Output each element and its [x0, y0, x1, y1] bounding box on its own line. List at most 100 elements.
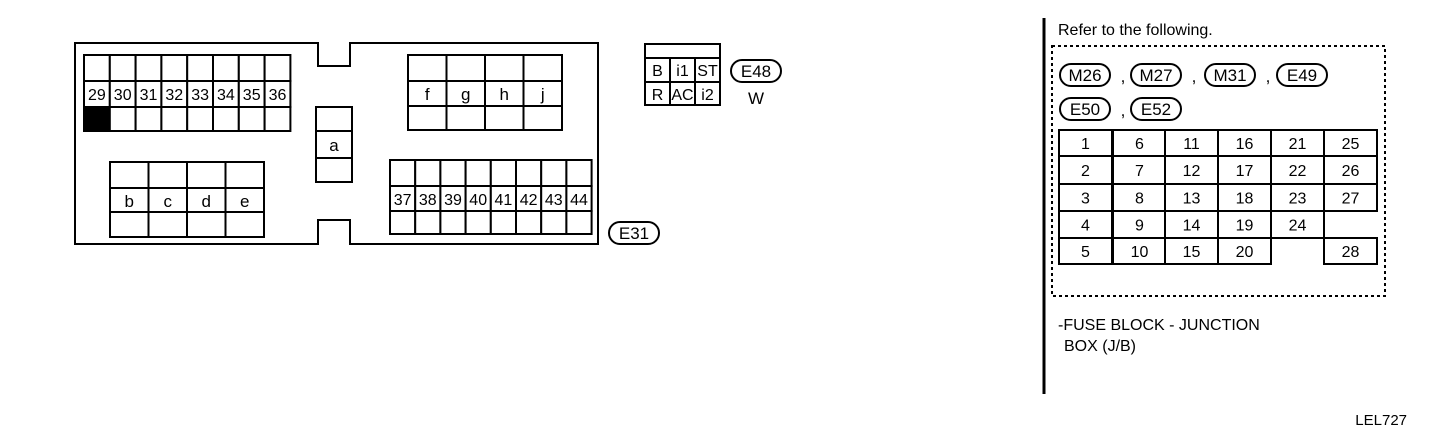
fuse-cavity — [565, 210, 593, 235]
connector-tag-e50-label: E50 — [1070, 100, 1100, 119]
connector-tag-e52: E52 — [1130, 97, 1182, 121]
separator-comma: , — [1266, 67, 1271, 86]
connector-cavity — [694, 81, 721, 106]
fuse-cavity — [186, 54, 214, 82]
terminal-number-label: 32 — [165, 87, 183, 104]
refer-text: Refer to the following. — [1058, 22, 1213, 39]
connector-tag-e52-outline — [1130, 97, 1182, 121]
fuse-cavity — [160, 106, 189, 132]
terminal-number-label: 12 — [1183, 163, 1201, 180]
fuse-cavity — [147, 161, 188, 189]
terminal-letter-label: d — [202, 192, 211, 211]
terminal-number-label: 24 — [1289, 218, 1307, 235]
terminal-number-label: 20 — [1236, 244, 1254, 261]
terminal-number-label: 7 — [1135, 163, 1144, 180]
terminal-number-label: 28 — [1342, 244, 1360, 261]
connector-tag-e49-outline — [1276, 63, 1328, 87]
fuse-cavity — [263, 54, 292, 82]
terminal-number-label: 27 — [1342, 191, 1360, 208]
connector-tag-e52-label: E52 — [1141, 100, 1171, 119]
terminal-letter-label: h — [500, 85, 509, 104]
fuse-cavity — [147, 211, 188, 238]
terminal-number-label: 26 — [1342, 163, 1360, 180]
terminal-number-label: 1 — [1081, 136, 1090, 153]
terminal-number-label: 21 — [1289, 136, 1307, 153]
fuse-cavity — [540, 159, 568, 187]
terminal-number-label: 35 — [243, 87, 261, 104]
connector-tag-e49: E49 — [1276, 63, 1328, 87]
terminal-number-label: 9 — [1135, 218, 1144, 235]
terminal-number-label: 22 — [1289, 163, 1307, 180]
fuse-cavity — [134, 54, 163, 82]
fuse-block-outline — [74, 42, 599, 245]
terminal-number-label: 40 — [469, 192, 487, 209]
fuse-cavity — [489, 159, 517, 187]
fuse-cavity — [315, 106, 353, 132]
connector-tag-m26-outline — [1059, 63, 1111, 87]
connector-pin-label: i1 — [676, 63, 689, 80]
connector-tag-e31-label: E31 — [619, 224, 649, 243]
terminal-number-label: 5 — [1081, 244, 1090, 261]
fuse-cavity — [237, 106, 266, 132]
fuse-cavity — [389, 210, 417, 235]
connector-tag-m26: M26 — [1059, 63, 1111, 87]
terminal-number-label: 17 — [1236, 163, 1254, 180]
connector-tag-e50-outline — [1059, 97, 1111, 121]
terminal-cell — [1112, 129, 1167, 157]
terminal-letter-label: e — [240, 192, 249, 211]
terminal-number-label: 4 — [1081, 218, 1090, 235]
fuse-cavity — [407, 80, 448, 107]
terminal-number-label: 16 — [1236, 136, 1254, 153]
connector-tag-m31-outline — [1204, 63, 1256, 87]
terminal-number-label: 38 — [419, 192, 437, 209]
fuse-cavity — [237, 54, 266, 82]
connector-pin-label: R — [652, 87, 664, 104]
connector-cavity — [694, 57, 721, 83]
fuse-cavity — [212, 106, 240, 132]
fuse-cavity — [263, 106, 292, 132]
separator-comma: , — [1121, 67, 1126, 86]
separator-comma: , — [1121, 101, 1126, 120]
connector-tag-m27-outline — [1130, 63, 1182, 87]
fuse-cavity — [315, 157, 353, 183]
terminal-number-label: 23 — [1289, 191, 1307, 208]
connector-tag-m26-label: M26 — [1068, 66, 1101, 85]
connector-tag-e49-label: E49 — [1287, 66, 1317, 85]
terminal-cell — [1058, 210, 1113, 239]
fuse-cavity — [515, 159, 543, 187]
legend-caption: -FUSE BLOCK - JUNCTION — [1058, 317, 1260, 334]
fuse-cavity — [212, 54, 240, 82]
terminal-number-label: 44 — [570, 192, 588, 209]
connector-tag-e31-outline — [608, 221, 660, 245]
connector-tag-m27-label: M27 — [1139, 66, 1172, 85]
legend-dashed-box — [1051, 45, 1386, 297]
terminal-letter-label: a — [329, 136, 339, 155]
fuse-cavity — [414, 210, 442, 235]
terminal-letter-label: b — [125, 192, 134, 211]
terminal-number-label: 41 — [495, 192, 513, 209]
fuse-cavity — [224, 187, 265, 213]
terminal-letter-label: c — [164, 192, 173, 211]
terminal-cell — [1323, 129, 1378, 157]
fuse-cavity — [147, 187, 188, 213]
fuse-cavity — [565, 159, 593, 187]
terminal-number-label: 36 — [269, 87, 287, 104]
terminal-number-label: 18 — [1236, 191, 1254, 208]
fuse-cavity — [445, 80, 486, 107]
terminal-letter-label: j — [540, 85, 545, 104]
terminal-cell — [1217, 237, 1272, 265]
terminal-number-label: 43 — [545, 192, 563, 209]
fuse-cavity — [186, 161, 227, 189]
connector-tag-e50: E50 — [1059, 97, 1111, 121]
fuse-cavity — [134, 106, 163, 132]
terminal-cell — [1164, 237, 1219, 265]
terminal-letter-label: g — [461, 85, 470, 104]
terminal-number-label: 11 — [1183, 136, 1200, 153]
terminal-number-label: 42 — [520, 192, 538, 209]
fuse-cavity — [263, 80, 292, 108]
connector-tag-e48-label: E48 — [741, 62, 771, 81]
fuse-cavity — [109, 211, 150, 238]
terminal-number-label: 29 — [88, 87, 106, 104]
fuse-cavity — [389, 159, 417, 187]
